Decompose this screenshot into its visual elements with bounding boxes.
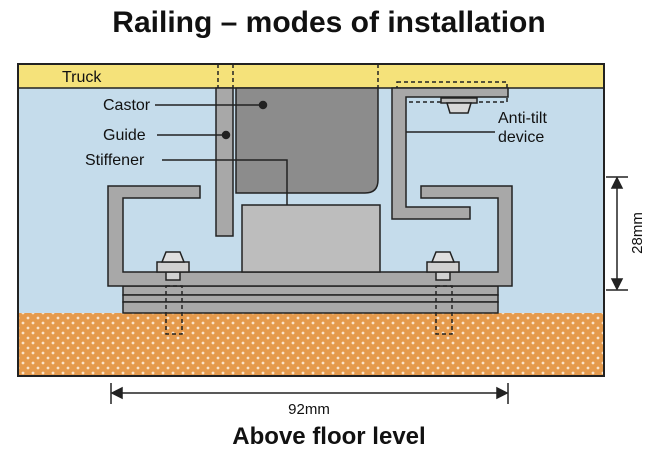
anti-tilt-label-line1: Anti-tilt — [498, 110, 547, 127]
diagram-title: Railing – modes of installation — [112, 6, 546, 39]
stiffener — [241, 204, 381, 273]
height-dimension — [606, 176, 628, 291]
base-plates — [122, 285, 499, 314]
width-dimension-label: 92mm — [288, 401, 330, 418]
truck-band — [18, 64, 604, 88]
truck-label: Truck — [62, 69, 102, 86]
right-anchor-bolt — [426, 251, 460, 335]
diagram-subtitle: Above floor level — [232, 423, 426, 450]
left-anchor-bolt — [156, 251, 190, 335]
guide — [215, 87, 234, 237]
stiffener-label: Stiffener — [85, 152, 145, 169]
frame — [17, 63, 605, 377]
castor — [235, 87, 379, 194]
anti-tilt-bolt — [440, 97, 478, 114]
castor-label: Castor — [103, 97, 151, 114]
guide-label: Guide — [103, 127, 146, 144]
height-dimension-label: 28mm — [629, 212, 646, 254]
anti-tilt-label-line2: device — [498, 129, 544, 146]
anti-tilt-device — [391, 87, 509, 220]
leader-lines — [155, 100, 495, 205]
rail-channel — [107, 185, 513, 287]
width-dimension — [110, 383, 509, 404]
